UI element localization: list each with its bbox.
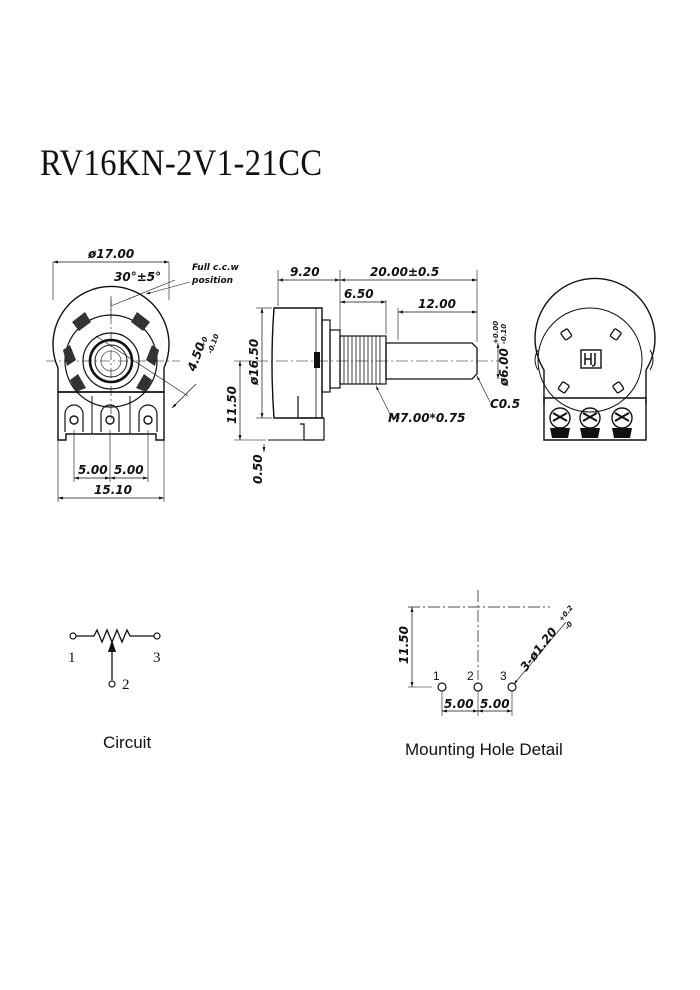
side-view: 9.20 20.00±0.5 6.50 12.00 ø16.50 11.50 (225, 265, 520, 484)
front-diameter-label: ø17.00 (87, 247, 134, 261)
front-note-line2: position (191, 276, 233, 286)
front-body (46, 285, 189, 420)
side-shaft-diameter: ø6.00 (497, 348, 511, 387)
side-body-diameter: ø16.50 (247, 339, 261, 386)
mounting-pin3: 3 (500, 669, 507, 683)
side-shaft (256, 342, 500, 380)
front-terminals (57, 391, 165, 441)
circuit-caption: Circuit (103, 733, 151, 752)
side-bushing (339, 335, 387, 385)
mounting-height: 11.50 (397, 626, 411, 664)
circuit-schematic: 1 3 2 Circuit (68, 628, 161, 752)
front-width-label: 15.10 (94, 483, 132, 497)
side-body (268, 307, 341, 441)
mounting-pin1: 1 (433, 669, 440, 683)
front-angle-label: 30°±5° (114, 270, 161, 284)
side-body-depth: 9.20 (290, 265, 320, 279)
mounting-pin2: 2 (467, 669, 474, 683)
mounting-pitch-left: 5.00 (444, 697, 474, 711)
side-shaft-tol-upper: +0.00 (492, 321, 500, 344)
side-shaft-tol-lower: -0.10 (500, 324, 508, 344)
side-shaft-total: 20.00±0.5 (370, 265, 439, 279)
front-dimensions: ø17.00 30°±5° Full c.c.w position 5.00 5… (52, 247, 240, 502)
front-view: ø17.00 30°±5° Full c.c.w position 5.00 5… (46, 247, 240, 502)
front-pitch-left: 5.00 (78, 463, 108, 477)
front-slot-tol-lower: -0.10 (206, 333, 220, 355)
side-pin-offset: 0.50 (251, 454, 265, 484)
mounting-hole-tol-lower: -0 (563, 620, 574, 631)
mounting-hole-label: 3-ø1.20 (517, 625, 560, 674)
front-slot-tol-upper: +0 (198, 336, 209, 349)
part-number-title: RV16KN-2V1-21CC (40, 143, 323, 184)
side-height: 11.50 (225, 386, 239, 424)
front-pitch-right: 5.00 (114, 463, 144, 477)
mounting-hole-tol-upper: +0.2 (557, 604, 575, 623)
mounting-caption: Mounting Hole Detail (405, 740, 563, 759)
side-bushing-length: 6.50 (344, 287, 374, 301)
circuit-pin1: 1 (68, 650, 76, 666)
side-shaft-length: 12.00 (418, 297, 456, 311)
circuit-pin3: 3 (153, 650, 161, 666)
manufacturer-logo (580, 349, 602, 369)
side-dimensions: 9.20 20.00±0.5 6.50 12.00 ø16.50 11.50 (225, 265, 520, 484)
front-note-line1: Full c.c.w (192, 263, 240, 273)
mounting-pitch-right: 5.00 (480, 697, 510, 711)
side-chamfer-label: C0.5 (490, 397, 520, 411)
circuit-pin2: 2 (122, 677, 130, 693)
side-thread-label: M7.00*0.75 (388, 411, 465, 425)
rear-view (534, 277, 656, 441)
mounting-hole-detail: 11.50 1 2 3 5.00 5.00 3-ø1.20 +0.2 -0 Mo… (397, 590, 575, 759)
